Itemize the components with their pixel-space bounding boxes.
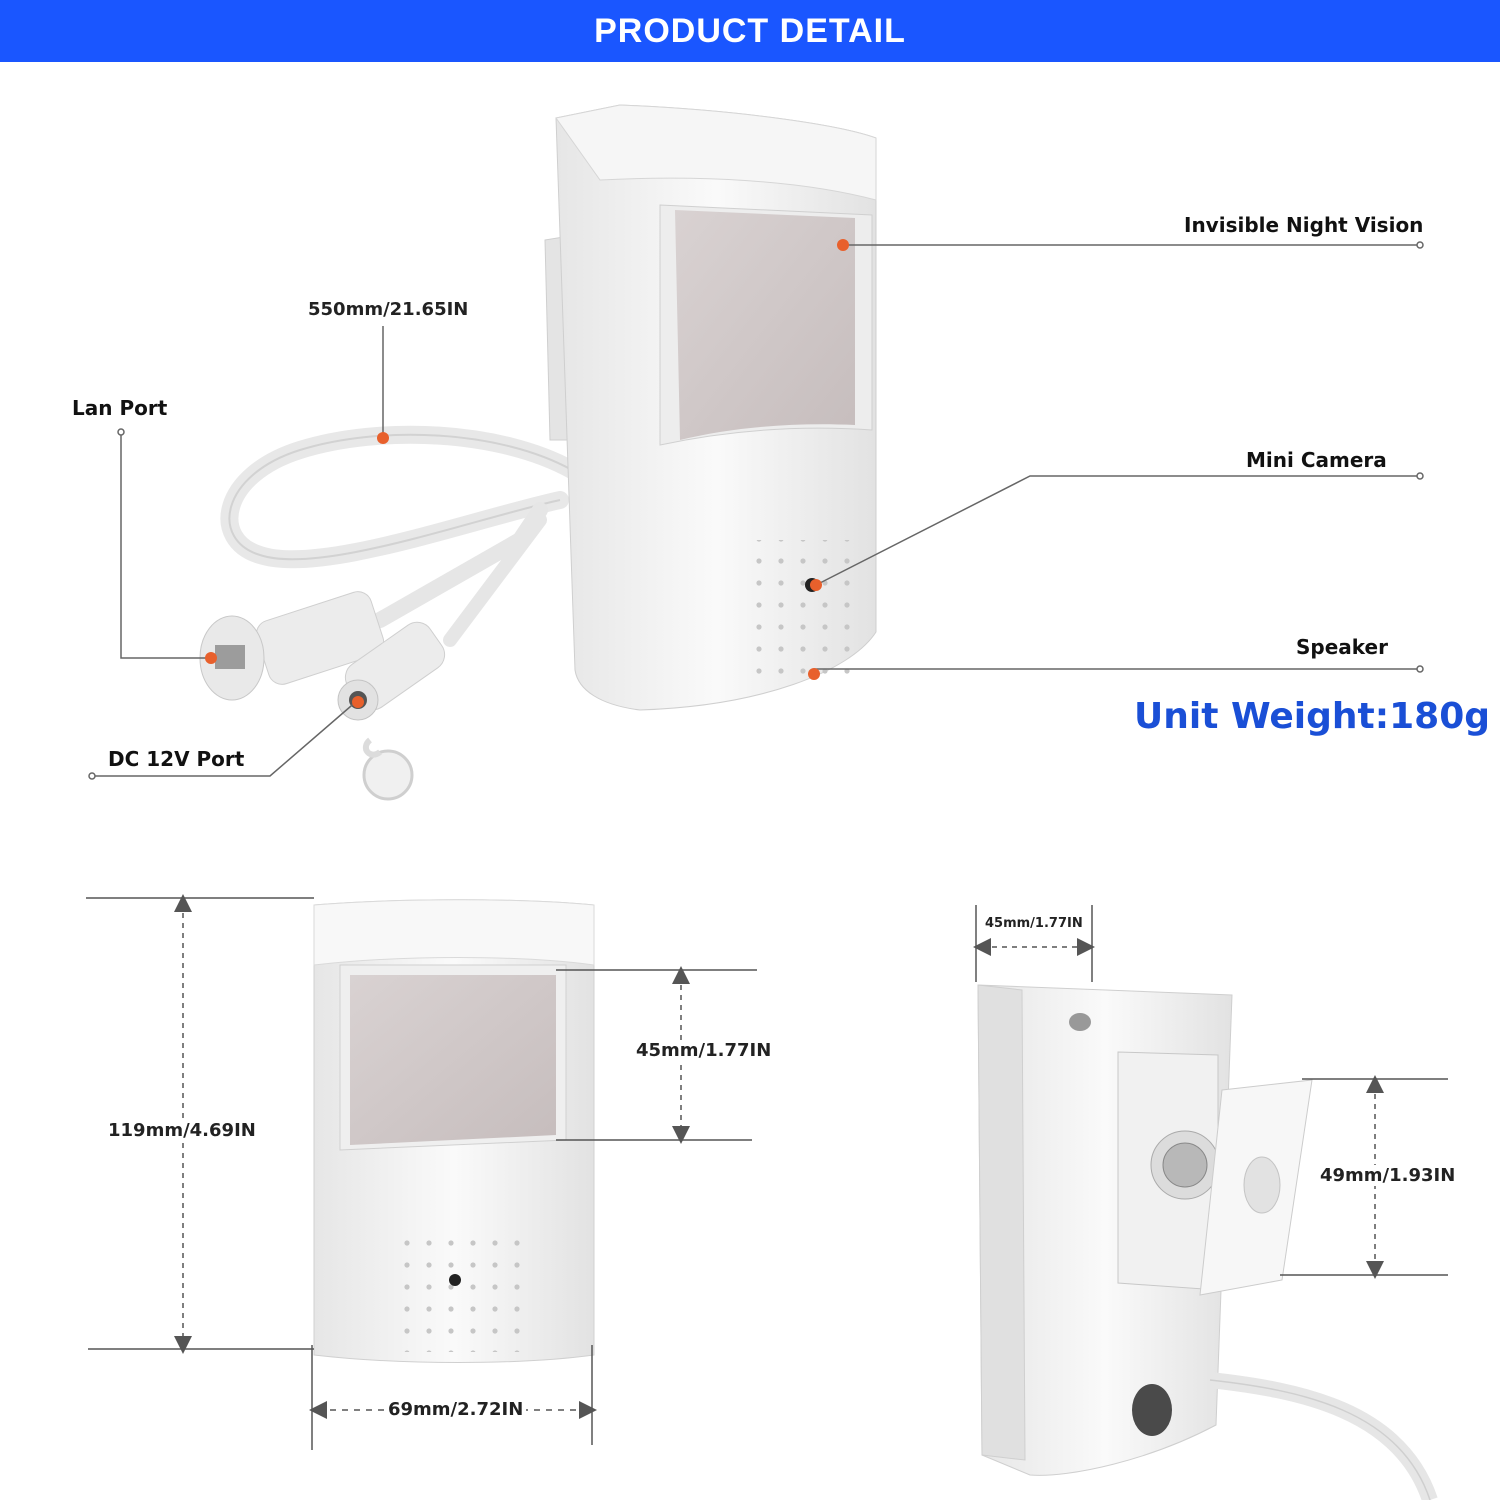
unit-weight: Unit Weight:180g xyxy=(1134,696,1491,737)
page-title: PRODUCT DETAIL xyxy=(594,11,906,50)
height-dimension-label: 119mm/4.69IN xyxy=(106,1120,258,1141)
depth-dimension-label: 45mm/1.77IN xyxy=(985,916,1083,931)
speaker-label: Speaker xyxy=(1296,635,1388,659)
header-banner: PRODUCT DETAIL xyxy=(0,0,1500,62)
dc-port-label: DC 12V Port xyxy=(108,747,245,771)
cable-length-label: 550mm/21.65IN xyxy=(308,299,469,320)
callout-markers xyxy=(205,239,849,708)
callout-endpoints xyxy=(88,241,1424,780)
camera-back-view xyxy=(977,984,1438,1500)
camera-main-view xyxy=(199,104,877,801)
lens-height-dimension-label: 45mm/1.77IN xyxy=(634,1040,774,1061)
width-dimension-label: 69mm/2.72IN xyxy=(385,1399,527,1420)
mini-camera-label: Mini Camera xyxy=(1246,448,1387,472)
bracket-dimension-label: 49mm/1.93IN xyxy=(1318,1165,1458,1186)
callout-lines xyxy=(92,244,1420,777)
camera-front-view xyxy=(313,899,595,1363)
night-vision-label: Invisible Night Vision xyxy=(1184,213,1424,237)
lan-port-label: Lan Port xyxy=(72,396,168,420)
